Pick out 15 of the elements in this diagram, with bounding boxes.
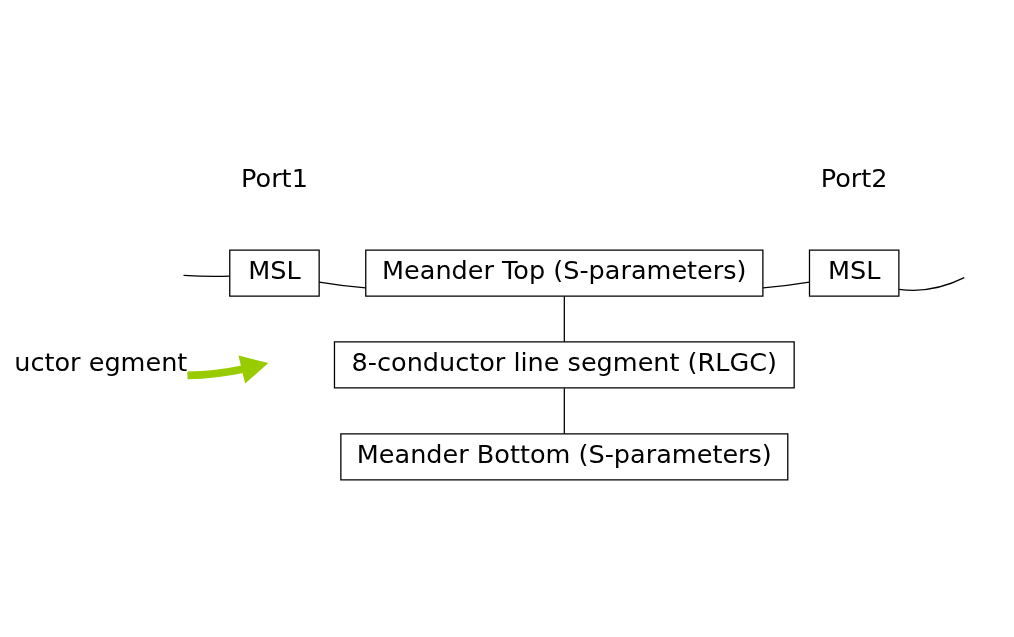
connector <box>761 280 810 289</box>
node-box: MSL <box>808 248 899 297</box>
label: Port2 <box>820 162 888 193</box>
connector <box>898 276 965 291</box>
arrow <box>186 354 268 383</box>
label: Port1 <box>240 162 308 193</box>
node-box: MSL <box>228 248 320 297</box>
node-text: uctor egment <box>13 346 187 377</box>
connector <box>563 387 565 434</box>
connector <box>563 295 565 342</box>
connector <box>182 274 230 277</box>
node-box: 8-conductor line segment (RLGC) <box>333 340 795 389</box>
node-box: Meander Bottom (S-parameters) <box>339 432 788 481</box>
connector <box>318 280 366 289</box>
node-box: Meander Top (S-parameters) <box>364 248 763 297</box>
